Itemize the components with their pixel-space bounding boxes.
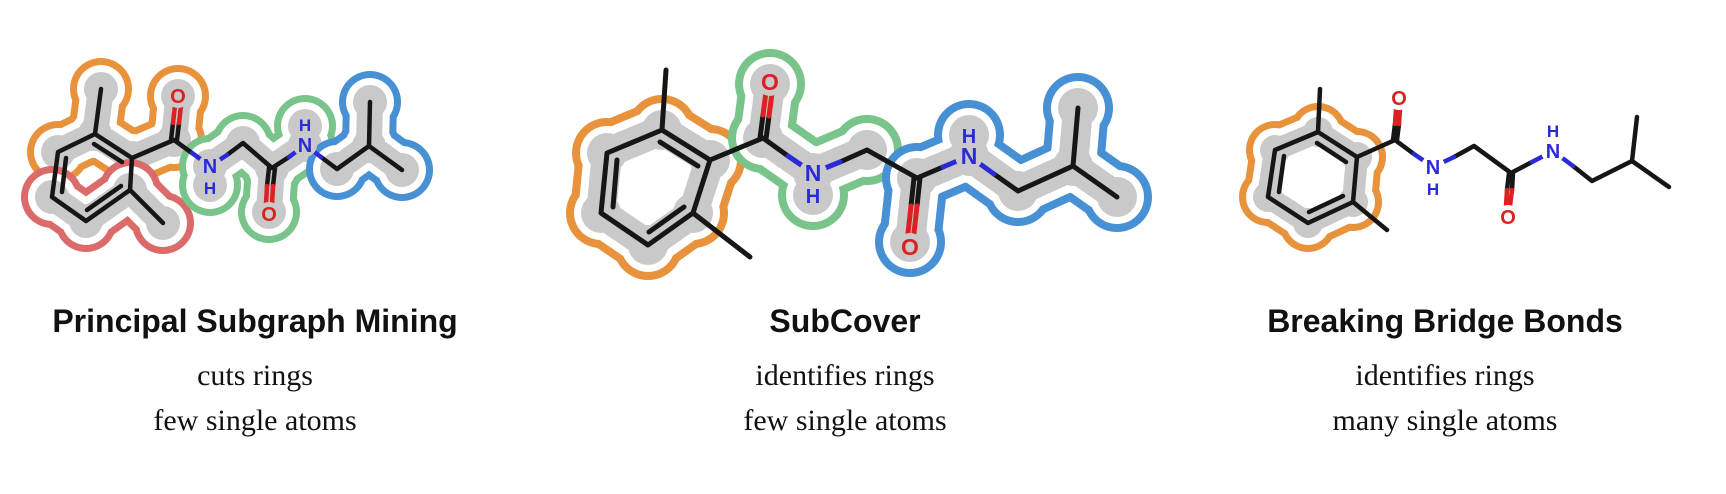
bonds xyxy=(598,67,1120,260)
hydrogen-label: H xyxy=(204,179,216,198)
nitrogen-label: N xyxy=(1546,141,1560,163)
panel2-caption-1: identifies rings xyxy=(755,359,935,392)
oxygen-label: O xyxy=(901,234,919,260)
hydrogen-label: H xyxy=(299,116,311,135)
panel2-caption-2: few single atoms xyxy=(743,404,947,437)
atom-masks xyxy=(756,68,983,261)
atom-masks xyxy=(166,84,317,226)
nitrogen-label: N xyxy=(961,143,978,169)
nitrogen-label: N xyxy=(298,135,312,157)
panel1-caption-1: cuts rings xyxy=(197,359,313,392)
oxygen-label: O xyxy=(1391,88,1407,110)
panel2-title: SubCover xyxy=(769,303,921,339)
hydrogen-label: H xyxy=(962,126,976,148)
oxygen-label: O xyxy=(261,204,277,226)
molecule-subcover: O O N H N H xyxy=(566,49,1153,280)
panel3-caption-2: many single atoms xyxy=(1332,404,1558,437)
panel1-title: Principal Subgraph Mining xyxy=(52,303,458,339)
atom-masks xyxy=(1387,86,1565,229)
molecule-principal-subgraph-mining: O O N H N H xyxy=(21,58,434,254)
nitrogen-label: N xyxy=(203,156,217,178)
nitrogen-label: N xyxy=(1426,157,1440,179)
molecule-breaking-bridge-bonds: O O N H N H xyxy=(1239,86,1672,252)
atom-labels: O O N H N H xyxy=(170,86,312,226)
nitrogen-label: N xyxy=(805,160,822,186)
panel3-caption-1: identifies rings xyxy=(1355,359,1535,392)
hydrogen-label: H xyxy=(1547,122,1559,141)
panel3-title: Breaking Bridge Bonds xyxy=(1267,303,1623,339)
hydrogen-label: H xyxy=(1427,180,1439,199)
oxygen-label: O xyxy=(170,86,186,108)
atom-labels: O O N H N H xyxy=(761,69,977,260)
oxygen-label: O xyxy=(761,69,779,95)
atom-labels: O O N H N H xyxy=(1391,88,1560,229)
hydrogen-label: H xyxy=(806,186,820,208)
panel1-caption-2: few single atoms xyxy=(153,404,357,437)
oxygen-label: O xyxy=(1500,207,1516,229)
